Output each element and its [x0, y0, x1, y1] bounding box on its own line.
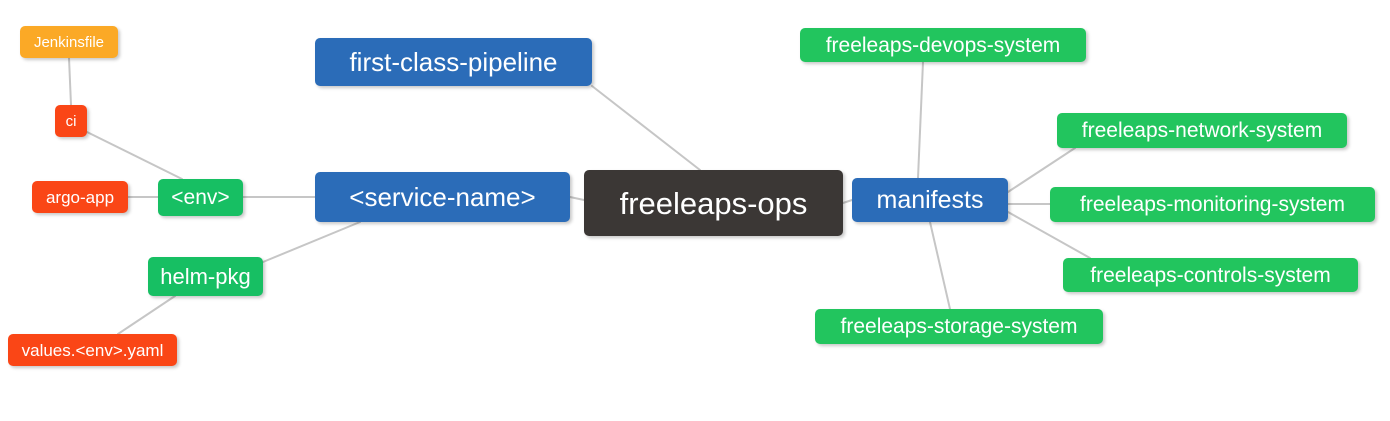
edge-manifests-to-freeleaps-storage-system: [929, 221, 951, 310]
mindmap-node-manifests[interactable]: manifests: [852, 178, 1008, 222]
mindmap-node-freeleaps-storage-system[interactable]: freeleaps-storage-system: [815, 309, 1103, 344]
mindmap-node-label: Jenkinsfile: [33, 33, 105, 51]
mindmap-node-freeleaps-devops-system[interactable]: freeleaps-devops-system: [800, 28, 1086, 62]
mindmap-node-freeleaps-ops[interactable]: freeleaps-ops: [584, 170, 843, 236]
mindmap-node-label: ci: [65, 112, 77, 130]
mindmap-node-env[interactable]: <env>: [158, 179, 243, 216]
mindmap-node-service-name[interactable]: <service-name>: [315, 172, 570, 222]
mindmap-node-label: freeleaps-ops: [619, 185, 808, 221]
edge-manifests-to-freeleaps-devops-system: [917, 61, 924, 179]
mindmap-node-label: freeleaps-storage-system: [840, 315, 1078, 338]
mindmap-node-label: freeleaps-network-system: [1081, 119, 1323, 142]
mindmap-node-first-class-pipeline[interactable]: first-class-pipeline: [315, 38, 592, 86]
mindmap-node-ci[interactable]: ci: [55, 105, 87, 137]
edge-service-name-to-freeleaps-ops: [569, 196, 585, 201]
mindmap-node-label: <env>: [171, 186, 230, 209]
edge-first-class-pipeline-to-freeleaps-ops: [591, 85, 701, 171]
edge-manifests-to-freeleaps-network-system: [1007, 147, 1076, 193]
edge-freeleaps-ops-to-manifests: [842, 199, 853, 204]
mindmap-node-label: manifests: [876, 185, 984, 214]
mindmap-node-label: values.<env>.yaml: [21, 340, 164, 360]
mindmap-node-freeleaps-network-system[interactable]: freeleaps-network-system: [1057, 113, 1347, 148]
mindmap-node-label: argo-app: [45, 187, 115, 207]
mindmap-node-argo-app[interactable]: argo-app: [32, 181, 128, 213]
mindmap-node-values-env-yaml[interactable]: values.<env>.yaml: [8, 334, 177, 366]
mindmap-node-label: freeleaps-devops-system: [825, 33, 1061, 57]
edge-service-name-to-helm-pkg: [262, 221, 361, 263]
edge-jenkinsfile-to-ci: [68, 57, 72, 106]
mindmap-node-label: freeleaps-controls-system: [1090, 263, 1331, 287]
mindmap-node-label: <service-name>: [349, 182, 536, 212]
mindmap-node-freeleaps-controls-system[interactable]: freeleaps-controls-system: [1063, 258, 1358, 292]
mindmap-node-label: helm-pkg: [160, 263, 251, 289]
mindmap-node-label: first-class-pipeline: [349, 47, 558, 77]
mindmap-node-freeleaps-monitoring-system[interactable]: freeleaps-monitoring-system: [1050, 187, 1375, 222]
mindmap-node-label: freeleaps-monitoring-system: [1080, 193, 1345, 216]
edge-ci-to-env: [86, 131, 183, 180]
mindmap-node-helm-pkg[interactable]: helm-pkg: [148, 257, 263, 296]
mindmap-node-jenkinsfile[interactable]: Jenkinsfile: [20, 26, 118, 58]
edge-helm-pkg-to-values-env-yaml: [117, 295, 176, 335]
